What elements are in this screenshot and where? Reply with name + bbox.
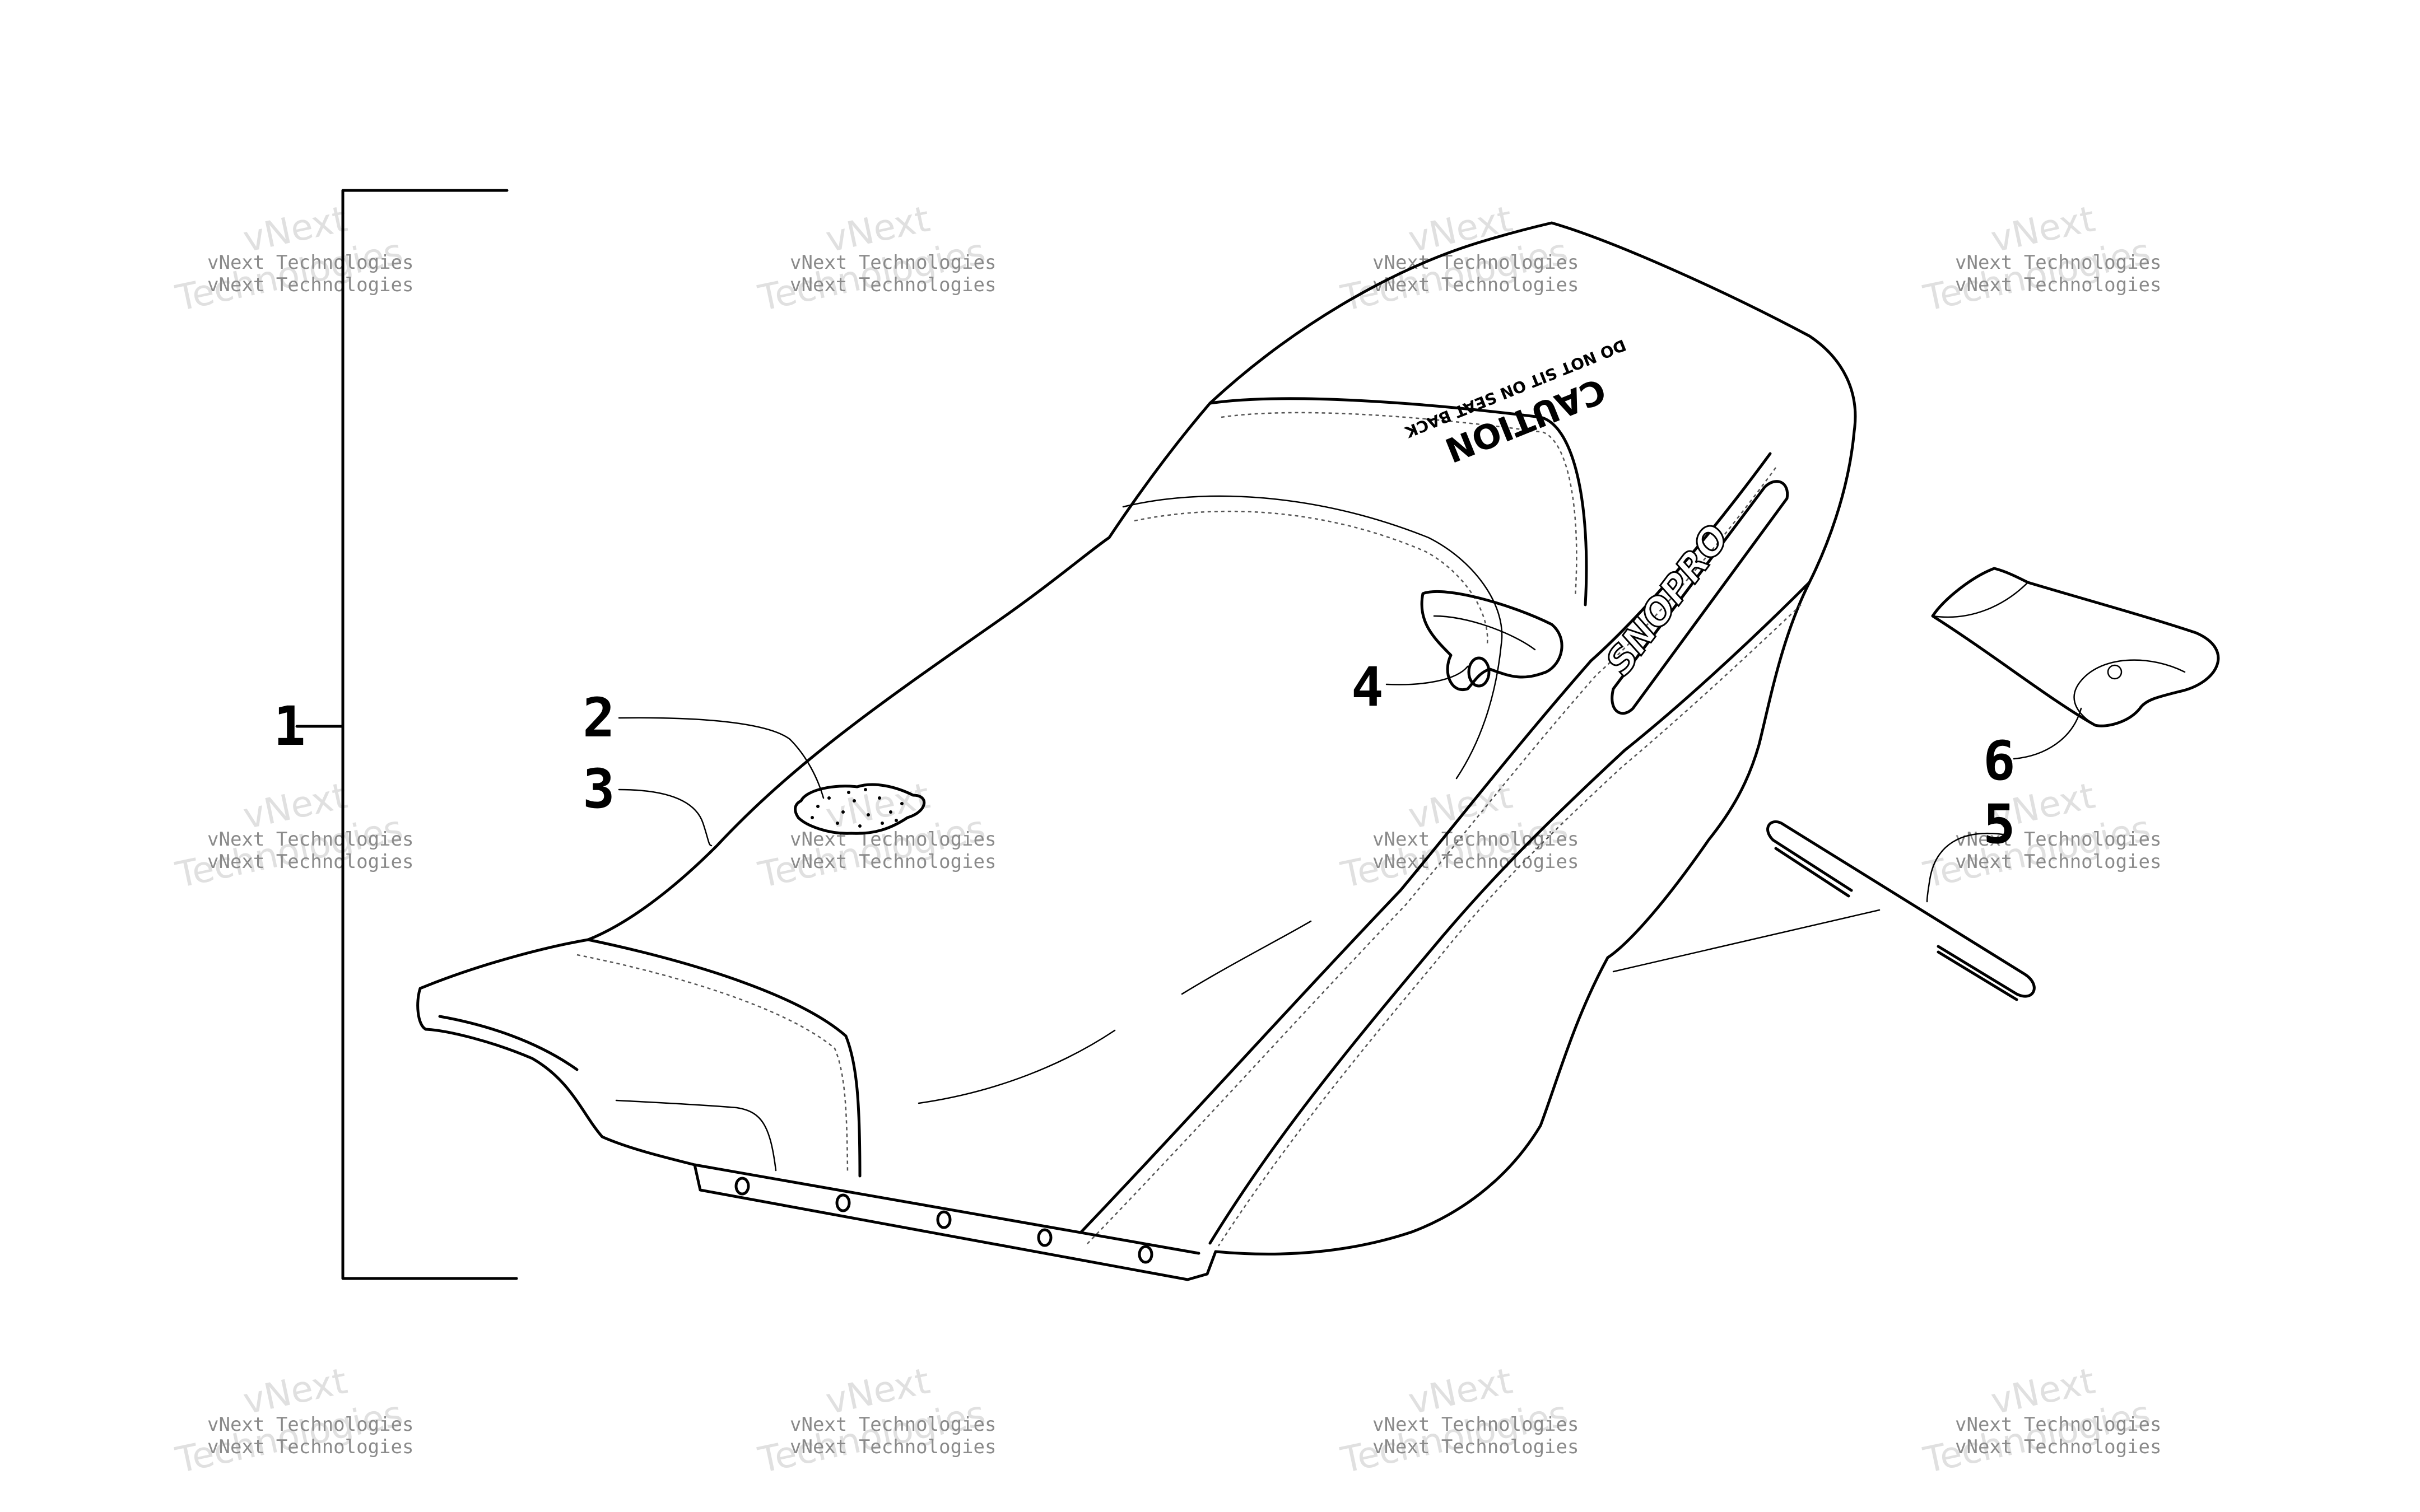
watermark-text: vNext Technologies <box>1372 851 1579 873</box>
watermark-text: vNext Technologies <box>207 851 413 873</box>
callout-2: 2 <box>583 687 615 749</box>
side-logo-text: SNOPRO <box>1597 516 1738 683</box>
seat-strap-part <box>1420 590 1563 692</box>
seat-base-rail <box>693 1163 1217 1281</box>
watermark-text: vNext Technologies <box>1955 851 2161 873</box>
watermark-text: vNext Technologies <box>1955 828 2161 851</box>
callout-4: 4 <box>1351 656 1384 718</box>
watermark-text: vNext Technologies <box>207 274 413 296</box>
seat-outline <box>416 221 1857 1256</box>
watermark-text: vNext Technologies <box>1372 1413 1579 1436</box>
callout-1: 1 <box>273 695 306 758</box>
watermark-text: vNext Technologies <box>207 251 413 274</box>
seat-cover-part <box>1931 567 2220 727</box>
watermark-text: vNext Technologies <box>790 1436 996 1458</box>
watermark-text: vNext Technologies <box>1955 251 2161 274</box>
callout-5: 5 <box>1983 793 2016 856</box>
watermark-text: vNext Technologies <box>207 828 413 851</box>
watermark-text: vNext Technologies <box>1955 1413 2161 1436</box>
watermark-text: vNext Technologies <box>1955 1436 2161 1458</box>
assembly-bracket <box>295 189 518 1280</box>
watermark-text: vNext Technologies <box>1372 1436 1579 1458</box>
caution-decal: CAUTION DO NOT SIT ON SEAT BACK <box>1402 335 1628 469</box>
callout-3: 3 <box>583 758 615 820</box>
watermark-text: vNext Technologies <box>207 1413 413 1436</box>
watermark-text: vNext Technologies <box>790 1413 996 1436</box>
watermark-text: vNext Technologies <box>207 1436 413 1458</box>
leader-lines <box>618 665 2082 903</box>
watermark-text: vNext Technologies <box>790 828 996 851</box>
seat-assembly: SNOPRO CAUTION DO NOT SIT ON SEAT BACK <box>416 221 1857 1281</box>
callout-6: 6 <box>1983 730 2016 792</box>
watermark-text: vNext Technologies <box>1372 828 1579 851</box>
watermark-text: vNext Technologies <box>790 851 996 873</box>
callout-labels: 1 2 3 4 5 6 <box>273 656 2016 856</box>
strap-hook-part <box>1612 820 2036 1001</box>
watermark-text: vNext Technologies <box>1955 274 2161 296</box>
foam-patch-part <box>794 783 926 835</box>
side-logo-badge: SNOPRO <box>1597 480 1789 715</box>
base-rail-holes <box>734 1177 1153 1264</box>
watermark-text: vNext Technologies <box>790 251 996 274</box>
watermark-text: vNext Technologies <box>1372 274 1579 296</box>
watermark-text: vNext Technologies <box>790 274 996 296</box>
